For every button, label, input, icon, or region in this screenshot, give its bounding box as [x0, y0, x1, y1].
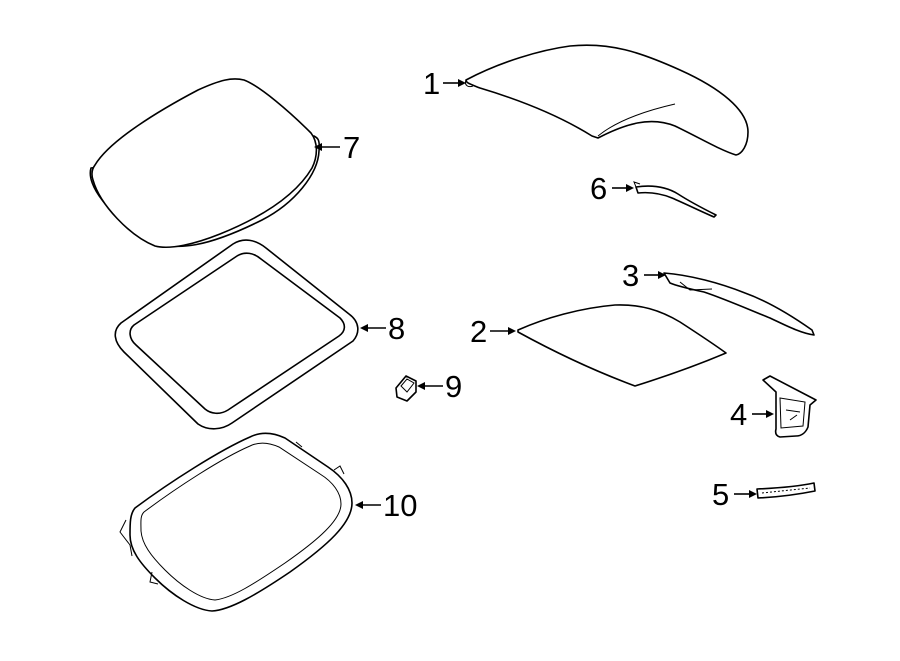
- part-9-clip: [395, 375, 417, 402]
- part-2-headliner: [517, 304, 727, 387]
- callout-7: 7: [343, 130, 360, 165]
- part-3-trim: [663, 272, 815, 336]
- callout-1: 1: [423, 66, 440, 101]
- callout-3: 3: [622, 258, 639, 293]
- callout-2: 2: [470, 314, 487, 349]
- callout-8: 8: [388, 311, 405, 346]
- part-1-roof-panel: [465, 44, 749, 156]
- callout-labels: 1 2 3 4 5 6 7 8 9 10: [343, 66, 747, 523]
- part-6-molding: [633, 181, 717, 218]
- callout-6: 6: [590, 171, 607, 206]
- callout-5: 5: [712, 477, 729, 512]
- callout-4: 4: [730, 397, 747, 432]
- callout-9: 9: [445, 369, 462, 404]
- part-4-bracket: [762, 375, 817, 438]
- leader-lines: [314, 79, 774, 509]
- part-7-glass-panel: [89, 78, 321, 249]
- callout-10: 10: [383, 488, 417, 523]
- part-5-vent-strip: [756, 482, 816, 499]
- part-8-frame: [114, 239, 359, 430]
- part-10-inner-frame: [119, 432, 353, 612]
